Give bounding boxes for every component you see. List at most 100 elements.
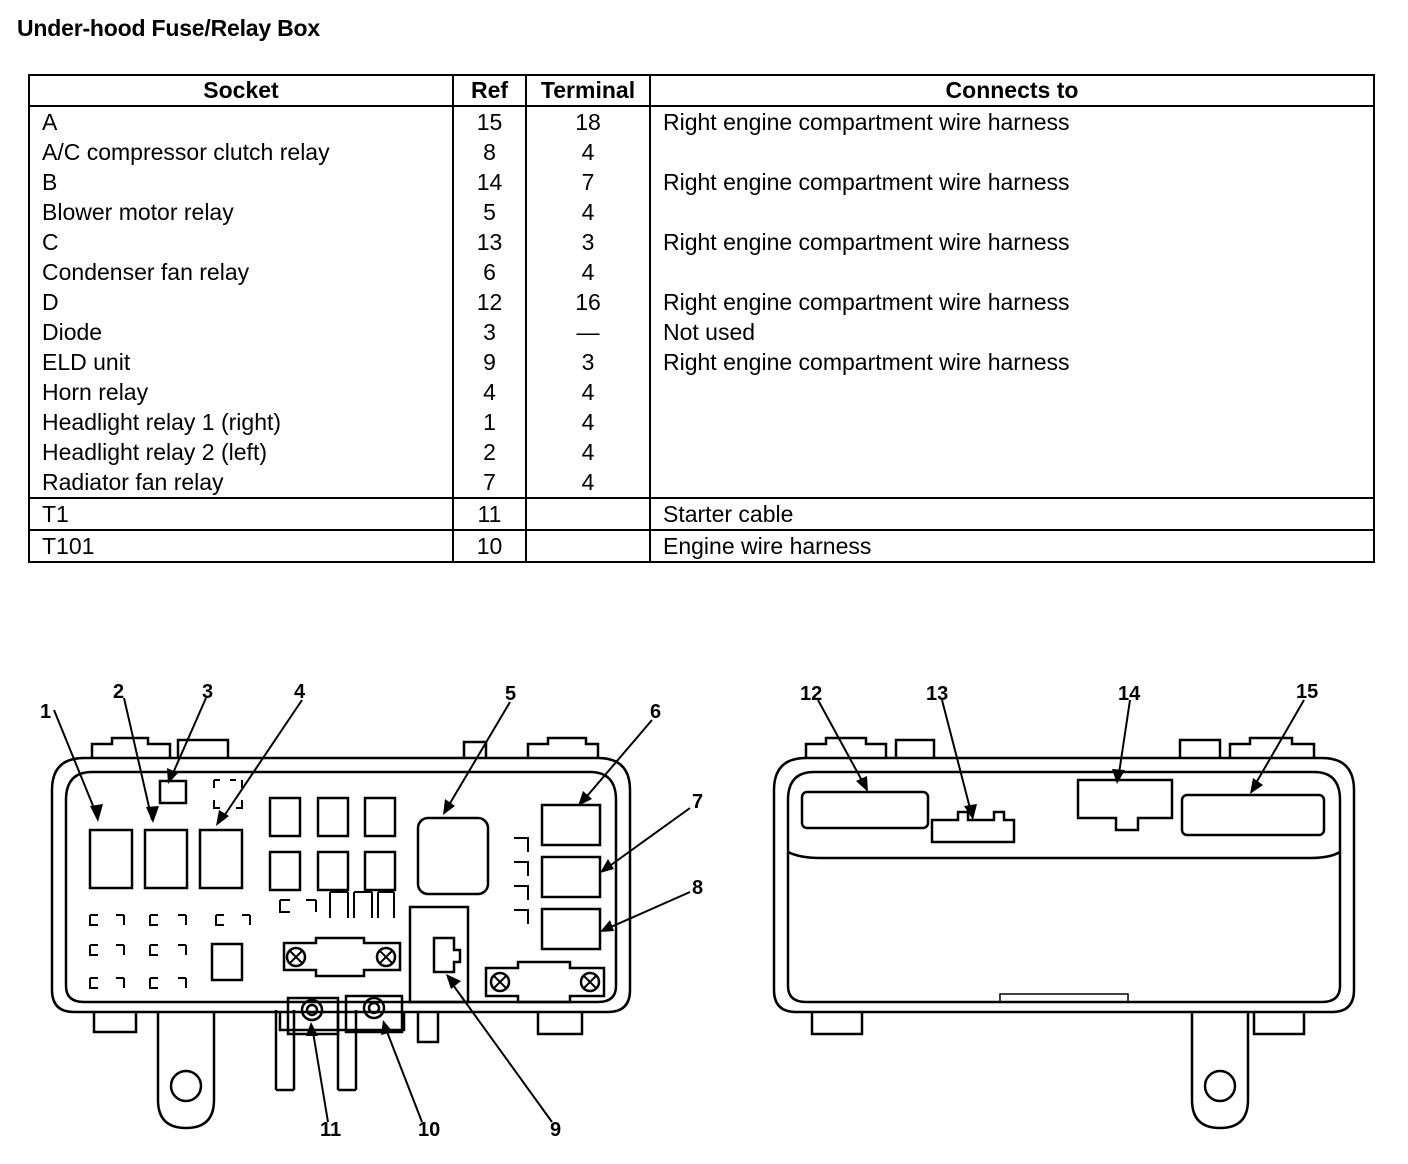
cell-socket: Condenser fan relay — [28, 257, 454, 287]
cell-ref: 12 — [452, 287, 527, 317]
cell-ref: 13 — [452, 227, 527, 257]
callout-4: 4 — [294, 681, 306, 703]
callout-14: 14 — [1118, 683, 1141, 705]
callout-10: 10 — [418, 1119, 440, 1141]
cell-connects-to: Right engine compartment wire harness — [649, 347, 1375, 377]
cell-ref: 14 — [452, 167, 527, 197]
cell-terminal: 4 — [525, 407, 651, 437]
header-connects-to: Connects to — [649, 74, 1375, 107]
page-title: Under-hood Fuse/Relay Box — [17, 15, 320, 41]
callout-9: 9 — [550, 1119, 561, 1141]
cell-socket: Headlight relay 1 (right) — [28, 407, 454, 437]
cell-terminal: — — [525, 317, 651, 347]
cell-ref: 10 — [452, 530, 527, 563]
cell-terminal: 16 — [525, 287, 651, 317]
cell-connects-to — [649, 377, 1375, 407]
callout-5: 5 — [505, 683, 516, 705]
callout-1: 1 — [40, 701, 51, 723]
cell-socket: A — [28, 106, 454, 137]
cell-connects-to: Starter cable — [649, 498, 1375, 531]
cell-terminal: 4 — [525, 197, 651, 227]
relay-socket-7 — [540, 855, 602, 899]
relay-socket-8 — [540, 907, 602, 951]
fuse-grid — [268, 796, 397, 892]
cell-terminal — [525, 530, 651, 563]
cell-ref: 2 — [452, 437, 527, 467]
relay-socket-2 — [143, 828, 189, 890]
cell-ref: 8 — [452, 137, 527, 167]
callout-15: 15 — [1296, 681, 1318, 703]
cell-connects-to: Right engine compartment wire harness — [649, 106, 1375, 137]
cell-ref: 9 — [452, 347, 527, 377]
cell-ref: 7 — [452, 467, 527, 499]
cell-ref: 3 — [452, 317, 527, 347]
cell-connects-to — [649, 257, 1375, 287]
cell-terminal — [525, 498, 651, 531]
cell-connects-to: Right engine compartment wire harness — [649, 227, 1375, 257]
table-header-row: Socket Ref Terminal Connects to — [28, 74, 1375, 107]
cell-socket: Horn relay — [28, 377, 454, 407]
cell-connects-to: Engine wire harness — [649, 530, 1375, 563]
cell-socket: Blower motor relay — [28, 197, 454, 227]
cell-terminal: 3 — [525, 227, 651, 257]
cell-ref: 6 — [452, 257, 527, 287]
callout-13: 13 — [926, 683, 948, 705]
cell-terminal: 18 — [525, 106, 651, 137]
cell-terminal: 3 — [525, 347, 651, 377]
cell-connects-to — [649, 437, 1375, 467]
leader-lines — [53, 697, 1305, 1123]
cell-terminal: 4 — [525, 257, 651, 287]
cell-terminal: 4 — [525, 377, 651, 407]
cell-connects-to — [649, 197, 1375, 227]
socket-13 — [930, 810, 1016, 844]
header-terminal: Terminal — [525, 74, 651, 107]
relay-socket-6 — [540, 803, 602, 847]
cell-socket: A/C compressor clutch relay — [28, 137, 454, 167]
right-box-outline — [772, 736, 1356, 1130]
cell-ref: 11 — [452, 498, 527, 531]
main-fuse-left — [282, 936, 402, 978]
cell-terminal: 4 — [525, 467, 651, 499]
cell-connects-to — [649, 467, 1375, 499]
relay-socket-4 — [198, 828, 244, 890]
cell-connects-to: Not used — [649, 317, 1375, 347]
callout-2: 2 — [113, 681, 124, 703]
header-socket: Socket — [28, 74, 454, 107]
callout-11: 11 — [320, 1119, 341, 1141]
leader-arrowheads — [90, 768, 1263, 1036]
cell-socket: Headlight relay 2 (left) — [28, 437, 454, 467]
cell-connects-to: Right engine compartment wire harness — [649, 287, 1375, 317]
mini-fuse-slots — [89, 779, 529, 989]
callout-12: 12 — [800, 683, 822, 705]
cell-connects-to: Right engine compartment wire harness — [649, 167, 1375, 197]
socket-15 — [1180, 793, 1326, 837]
terminal-t101 — [344, 994, 404, 1034]
cell-connects-to — [649, 407, 1375, 437]
cell-ref: 4 — [452, 377, 527, 407]
relay-socket-5 — [416, 816, 490, 896]
callout-7: 7 — [692, 791, 703, 813]
callout-8: 8 — [692, 877, 703, 899]
cell-socket: T1 — [28, 498, 454, 531]
small-socket — [210, 942, 244, 982]
cell-ref: 5 — [452, 197, 527, 227]
cell-socket: T101 — [28, 530, 454, 563]
diode-socket-3 — [158, 779, 188, 805]
cell-socket: Radiator fan relay — [28, 467, 454, 499]
cell-connects-to — [649, 137, 1375, 167]
relay-socket-1 — [88, 828, 134, 890]
callout-6: 6 — [650, 701, 661, 723]
eld-unit-socket-9 — [408, 905, 470, 1004]
